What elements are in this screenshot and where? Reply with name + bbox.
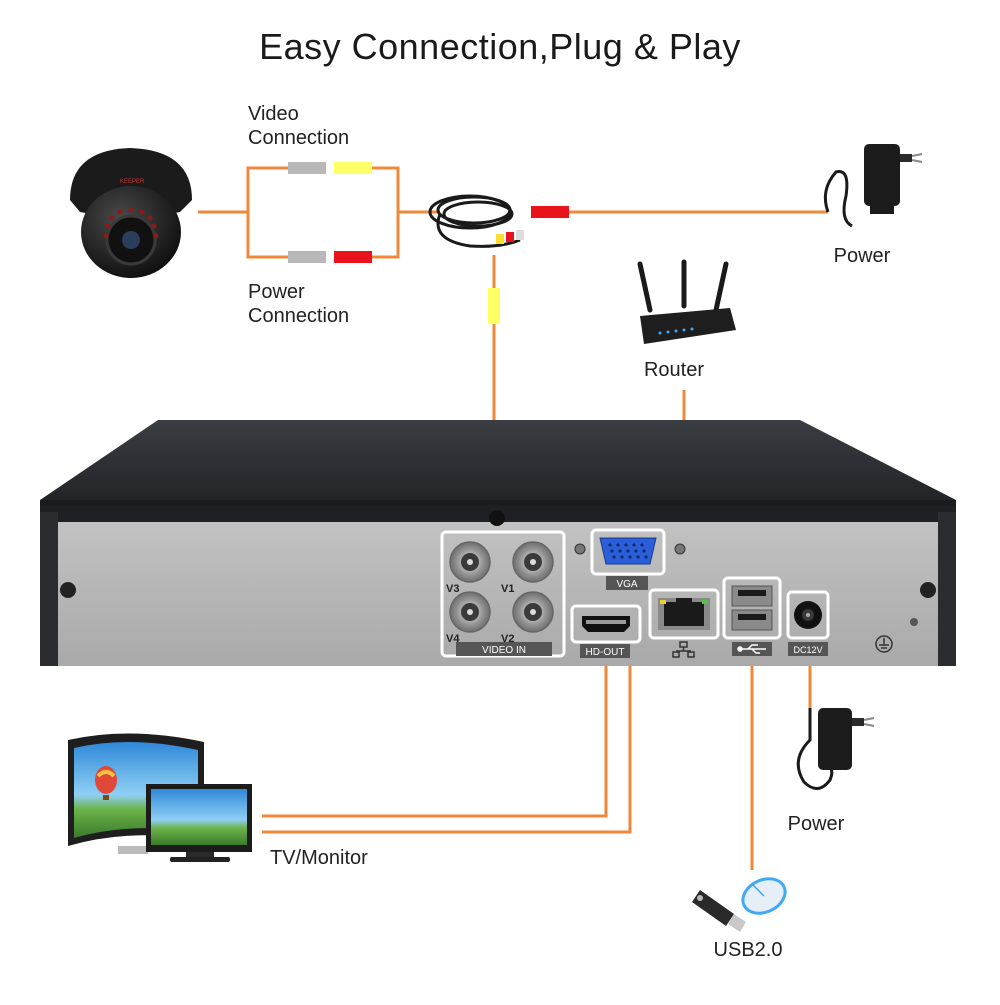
v2-label: V2: [501, 633, 514, 645]
hd-out-label: HD-OUT: [586, 647, 625, 658]
network-icon: [672, 641, 695, 658]
router-label: Router: [644, 359, 704, 381]
v3-label: V3: [446, 583, 459, 595]
video-in-group: VIDEO IN V3 V1 V4 V2: [440, 530, 566, 658]
power-plug-top: [531, 206, 569, 218]
power-adapter-icon-bottom: [796, 708, 875, 790]
camera-brand: KEEPER: [120, 179, 145, 185]
bnc-v4[interactable]: [449, 591, 491, 633]
monitor-icon: [68, 733, 252, 862]
dc12v-label: DC12V: [793, 645, 822, 655]
usb-mouse-icon: [741, 877, 787, 915]
video-connection-label-line2: Connection: [248, 127, 350, 149]
dc-power-port[interactable]: DC12V: [786, 590, 830, 656]
tv-monitor-label: TV/Monitor: [270, 847, 368, 869]
dvr-unit: [40, 420, 956, 666]
video-in-label: VIDEO IN: [482, 645, 526, 656]
power-connection-label-line1: Power: [248, 281, 305, 303]
lan-port[interactable]: [648, 588, 720, 658]
bnc-v2[interactable]: [512, 591, 554, 633]
video-connection-label-line1: Video: [248, 103, 299, 125]
power-plug: [288, 251, 372, 263]
power-connection-label-line2: Connection: [248, 305, 350, 327]
page-title: Easy Connection,Plug & Play: [259, 26, 741, 67]
dome-camera-icon: KEEPER: [70, 148, 192, 278]
video-plug: [288, 162, 372, 174]
screw-left: [60, 582, 76, 598]
wire-split-bracket: [246, 166, 288, 259]
ground-icon: [875, 635, 893, 653]
usb-ports[interactable]: [722, 576, 782, 656]
v1-label: V1: [501, 583, 514, 595]
cable-icon: [428, 194, 524, 248]
vga-label: VGA: [616, 579, 637, 590]
v4-label: V4: [446, 633, 460, 645]
bnc-v3[interactable]: [449, 541, 491, 583]
screw-right: [920, 582, 936, 598]
wire-hdmi-out: [262, 662, 608, 818]
hdmi-port[interactable]: HD-OUT: [570, 604, 642, 658]
usb-drive-icon: [692, 890, 746, 932]
bnc-v1[interactable]: [512, 541, 554, 583]
power-adapter-icon: [823, 144, 923, 228]
power-label-top: Power: [834, 245, 891, 267]
video-plug-vertical: [488, 288, 500, 324]
usb-label: USB2.0: [714, 939, 783, 961]
vga-port[interactable]: VGA: [574, 528, 686, 590]
wire-join-bracket: [372, 166, 400, 259]
power-label-bottom: Power: [788, 813, 845, 835]
router-icon: [637, 259, 736, 344]
